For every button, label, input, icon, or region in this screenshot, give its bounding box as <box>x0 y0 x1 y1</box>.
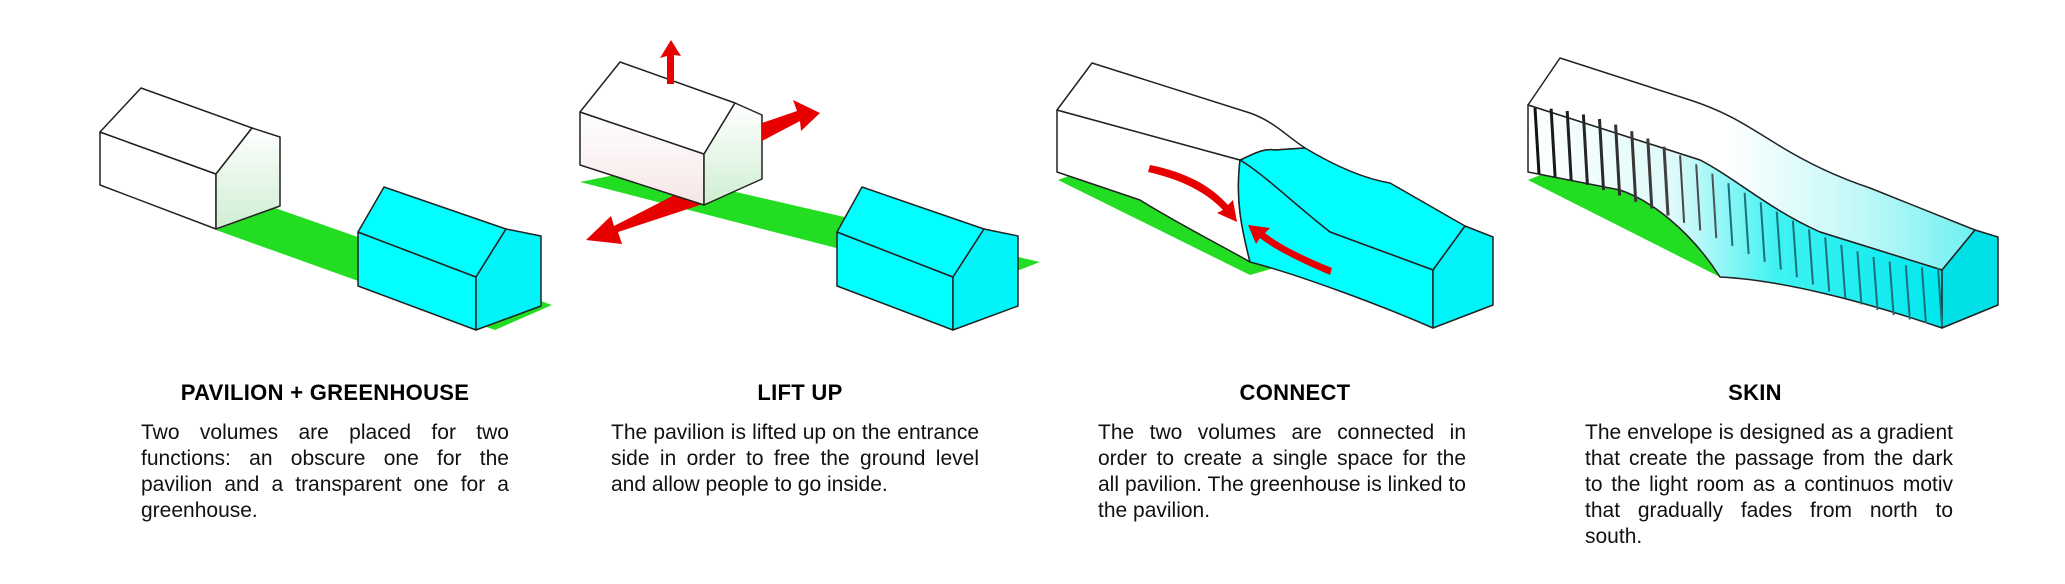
skin-fins <box>1533 107 1943 327</box>
step-title-lift-up: LIFT UP <box>757 380 843 405</box>
step-description-lift-up: The pavilion is lifted up on the entranc… <box>611 421 979 496</box>
skin-fin <box>1856 251 1863 305</box>
lifted-pavilion-gable-face <box>703 102 763 206</box>
skin-fin <box>1791 220 1798 278</box>
skin-fin <box>1937 267 1943 327</box>
illustration-connect <box>1056 62 1494 329</box>
skin-fin <box>1743 192 1750 255</box>
arrow-up <box>660 40 681 84</box>
arrow-left-down <box>586 187 700 244</box>
skin-fin <box>1598 118 1605 191</box>
skin-fin <box>1549 108 1557 177</box>
skin-fin <box>1711 173 1718 239</box>
step-title-connect: CONNECT <box>1239 380 1351 405</box>
skin-fin <box>1808 229 1814 285</box>
connected-greenhouse-gable-face <box>1432 225 1494 329</box>
skin-fin <box>1565 110 1573 181</box>
arrow-right-up <box>762 100 820 141</box>
skin-fin <box>1581 114 1589 185</box>
pavilion-gable-face <box>215 127 281 230</box>
arrow-connect-upper <box>1148 165 1237 222</box>
illustration-lift-up <box>579 40 1040 331</box>
illustration-skin <box>1527 57 1999 329</box>
skin-fin <box>1759 202 1766 262</box>
skin-fin <box>1840 244 1847 299</box>
skin-fin <box>1872 256 1879 311</box>
skin-fin <box>1727 183 1734 247</box>
step-description-connect: The two volumes are connected in order t… <box>1098 421 1466 522</box>
skin-fin <box>1533 107 1541 175</box>
skin-fin <box>1920 267 1927 324</box>
skin-fin <box>1614 124 1622 196</box>
connected-greenhouse-side-face <box>1237 159 1434 329</box>
skin-side-face <box>1527 104 1943 329</box>
step-description-skin: The envelope is designed as a gradient t… <box>1585 421 1953 548</box>
skin-fin <box>1630 131 1638 202</box>
skin-fin <box>1904 265 1911 320</box>
step-description-pavilion-greenhouse: Two volumes are placed for two functions… <box>141 421 509 522</box>
greenhouse-gable-face <box>952 228 1019 331</box>
arrow-connect-lower <box>1248 225 1332 275</box>
illustration-pavilion-greenhouse <box>99 87 552 331</box>
skin-fin <box>1695 164 1702 231</box>
step-title-skin: SKIN <box>1728 380 1782 405</box>
skin-fin <box>1775 211 1782 270</box>
skin-fin <box>1662 146 1670 216</box>
skin-fin <box>1824 237 1831 292</box>
skin-fin <box>1646 138 1654 209</box>
greenhouse-gable-face <box>475 228 542 331</box>
skin-fin <box>1888 261 1895 316</box>
step-title-pavilion-greenhouse: PAVILION + GREENHOUSE <box>180 380 470 405</box>
skin-fin <box>1679 155 1686 223</box>
